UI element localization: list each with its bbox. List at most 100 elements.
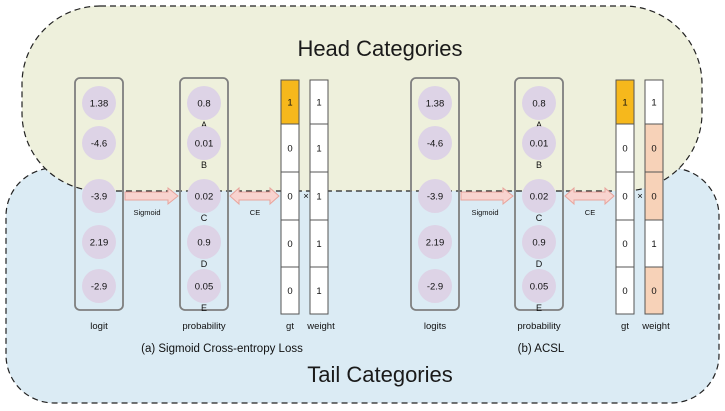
probability-circle <box>522 126 556 160</box>
category-letter: E <box>536 303 542 313</box>
gt-cell <box>615 266 635 315</box>
category-letter: A <box>201 120 207 130</box>
multiply-sign: × <box>303 191 309 202</box>
probability-value: 0.8 <box>197 99 210 110</box>
gt-value: 0 <box>622 192 627 203</box>
gt-value: 0 <box>287 144 292 155</box>
weight-label: weight <box>306 321 335 332</box>
weight-value: 1 <box>651 98 656 109</box>
logit-circle <box>418 269 452 303</box>
tail-title: Tail Categories <box>307 362 453 387</box>
category-letter: E <box>201 303 207 313</box>
logit-circle <box>418 86 452 120</box>
probability-circle <box>187 269 221 303</box>
logit-value: 1.38 <box>90 99 109 110</box>
probability-circle <box>187 179 221 213</box>
logit-label: logits <box>424 321 446 332</box>
probability-label: probability <box>517 321 561 332</box>
logit-value: -4.6 <box>91 139 107 150</box>
category-letter: B <box>536 160 542 170</box>
gt-value: 0 <box>622 144 627 155</box>
weight-value: 0 <box>651 144 656 155</box>
logit-value: -3.9 <box>427 192 443 203</box>
gt-value: 1 <box>622 98 627 109</box>
probability-circle <box>187 86 221 120</box>
logit-column-frame <box>74 77 124 311</box>
logit-value: -2.9 <box>427 282 443 293</box>
probability-circle <box>522 179 556 213</box>
probability-value: 0.05 <box>530 282 549 293</box>
logit-circle <box>82 179 116 213</box>
head-region <box>21 5 703 192</box>
gt-label: gt <box>286 321 294 332</box>
category-letter: C <box>536 213 543 223</box>
logit-value: 1.38 <box>426 99 445 110</box>
weight-value: 1 <box>316 144 321 155</box>
logit-value: 2.19 <box>90 238 109 249</box>
probability-value: 0.02 <box>530 192 549 203</box>
multiply-sign: × <box>637 191 643 202</box>
probability-value: 0.01 <box>530 139 549 150</box>
ce-arrow <box>229 186 280 206</box>
gt-value: 0 <box>287 192 292 203</box>
probability-value: 0.05 <box>195 282 214 293</box>
category-letter: D <box>201 259 208 269</box>
logit-circle <box>82 86 116 120</box>
logit-value: -2.9 <box>91 282 107 293</box>
probability-circle <box>187 225 221 259</box>
weight-label: weight <box>641 321 670 332</box>
gt-value: 0 <box>622 286 627 297</box>
logit-label: logit <box>90 321 108 332</box>
logit-circle <box>418 126 452 160</box>
probability-value: 0.9 <box>532 238 545 249</box>
category-letter: B <box>201 160 207 170</box>
logit-value: 2.19 <box>426 238 445 249</box>
gt-value: 0 <box>287 286 292 297</box>
panel-sigmoid-ce: 1.38-4.6-3.92.19-2.90.8A0.01B0.02C0.9D0.… <box>74 77 335 355</box>
weight-value: 0 <box>651 286 656 297</box>
probability-value: 0.9 <box>197 238 210 249</box>
category-letter: C <box>201 213 208 223</box>
weight-value: 1 <box>316 286 321 297</box>
ce-arrow <box>564 186 615 206</box>
probability-circle <box>187 126 221 160</box>
category-letter: A <box>536 120 542 130</box>
weight-value: 1 <box>651 239 656 250</box>
logit-value: -4.6 <box>427 139 443 150</box>
weight-value: 1 <box>316 98 321 109</box>
weight-cell <box>644 266 664 315</box>
probability-value: 0.02 <box>195 192 214 203</box>
logit-circle <box>418 179 452 213</box>
logit-circle <box>82 225 116 259</box>
logit-circle <box>418 225 452 259</box>
probability-circle <box>522 225 556 259</box>
probability-circle <box>522 269 556 303</box>
sigmoid-arrow <box>124 186 179 206</box>
logit-circle <box>82 126 116 160</box>
probability-column-frame <box>179 77 229 311</box>
weight-value: 0 <box>651 192 656 203</box>
probability-column-frame <box>514 77 564 311</box>
ce-label: CE <box>250 208 260 217</box>
gt-label: gt <box>621 321 629 332</box>
weight-value: 1 <box>316 192 321 203</box>
probability-circle <box>522 86 556 120</box>
probability-value: 0.8 <box>532 99 545 110</box>
weight-value: 1 <box>316 239 321 250</box>
probability-value: 0.01 <box>195 139 214 150</box>
probability-label: probability <box>182 321 226 332</box>
logit-circle <box>82 269 116 303</box>
ce-label: CE <box>585 208 595 217</box>
gt-value: 1 <box>287 98 292 109</box>
gt-value: 0 <box>622 239 627 250</box>
head-title: Head Categories <box>297 36 462 61</box>
panel-acsl: 1.38 -4.6 -3.9 2.19 -2.9 0.8A 0.01B 0.02C 0.9D 0.… <box>410 77 670 355</box>
sigmoid-arrow <box>460 186 514 206</box>
gt-value: 0 <box>287 239 292 250</box>
panel-caption: (b) ACSL <box>518 343 565 355</box>
category-letter: D <box>536 259 543 269</box>
logit-column-frame <box>410 77 460 311</box>
sigmoid-label: Sigmoid <box>471 208 498 217</box>
sigmoid-label: Sigmoid <box>133 208 160 217</box>
